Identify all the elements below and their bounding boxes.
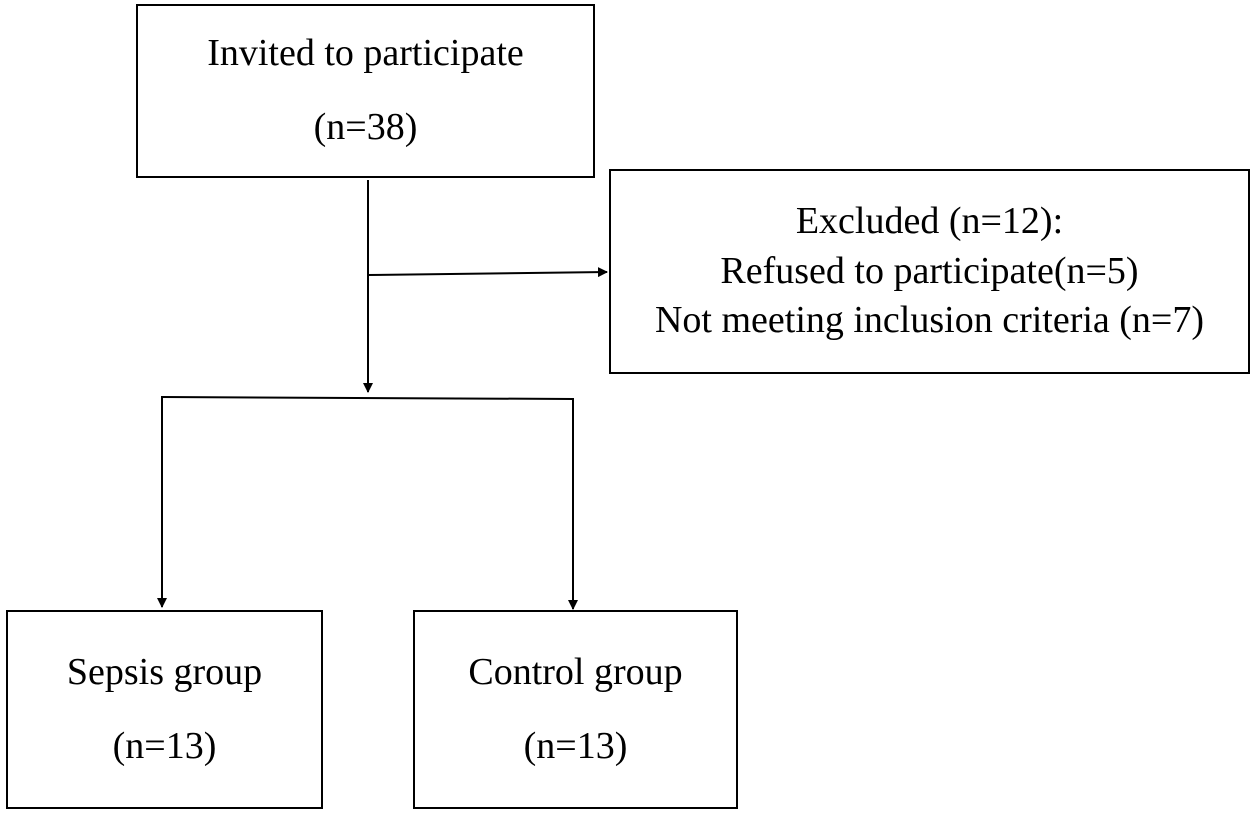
control-group-box: Control group (n=13) bbox=[413, 610, 738, 809]
sepsis-group-box: Sepsis group (n=13) bbox=[6, 610, 323, 809]
control-group-count: (n=13) bbox=[523, 724, 628, 767]
invited-label: Invited to participate bbox=[207, 32, 524, 75]
excluded-label: Excluded (n=12): bbox=[795, 200, 1064, 243]
control-group-label: Control group bbox=[468, 650, 683, 693]
exclusion-arrow bbox=[367, 267, 608, 278]
split-connector bbox=[161, 396, 574, 400]
excluded-box: Excluded (n=12): Refused to participate(… bbox=[609, 169, 1250, 374]
invited-count: (n=38) bbox=[313, 106, 418, 148]
invited-box: Invited to participate (n=38) bbox=[136, 4, 595, 178]
not-meeting-criteria-label: Not meeting inclusion criteria (n=7) bbox=[654, 299, 1205, 342]
refused-label: Refused to participate(n=5) bbox=[720, 249, 1139, 292]
sepsis-group-label: Sepsis group bbox=[66, 650, 263, 693]
sepsis-group-count: (n=13) bbox=[112, 724, 217, 767]
